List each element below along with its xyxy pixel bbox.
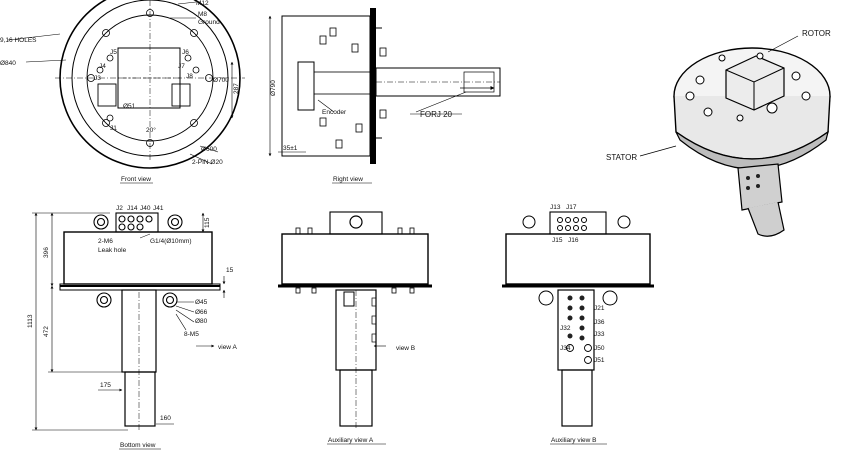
right-view: [268, 8, 501, 164]
j2-label: J2: [116, 205, 123, 212]
d160-label: 160: [160, 415, 171, 422]
j5-label: J5: [110, 49, 117, 56]
stator-ring: [675, 130, 829, 170]
j41-label: J41: [153, 205, 164, 212]
stator-label: STATOR: [606, 153, 637, 162]
encoder-body: [297, 61, 315, 111]
m5-label: 8-M5: [184, 331, 199, 338]
ground-label: Ground: [198, 19, 220, 26]
j3-label: J3: [94, 75, 101, 82]
j32-label: J32: [560, 325, 571, 332]
front-view: [7, 0, 245, 169]
bottom-view: [32, 212, 226, 431]
m12-label: M12: [196, 0, 209, 7]
j50-label: J50: [594, 345, 605, 352]
d287-label: 287: [233, 83, 240, 94]
aux-b-caption: Auxiliary view B: [551, 437, 597, 444]
rotor-label: ROTOR: [802, 29, 831, 38]
bottom-view-caption: Bottom view: [120, 442, 156, 449]
isometric-view: [639, 35, 831, 237]
d600-label: Ø600: [201, 146, 217, 153]
d840-leader: [25, 59, 67, 63]
j33-label: J33: [594, 331, 605, 338]
d175-label: 175: [100, 382, 111, 389]
d840-label: Ø840: [0, 60, 16, 67]
d66-label: Ø66: [195, 309, 208, 316]
flange-plate: [370, 8, 376, 164]
stator-shaft-end: [747, 201, 785, 237]
d15-label: 15: [226, 267, 234, 274]
d472-label: 472: [43, 326, 50, 337]
d1113-label: 1113: [27, 314, 34, 328]
d700-label: Ø700: [213, 77, 229, 84]
auxiliary-view-a: [278, 211, 432, 428]
d35-label: 35±1: [283, 145, 298, 152]
d45-label: Ø45: [195, 299, 208, 306]
aux-b-top-block: [549, 211, 607, 235]
j21-label: J21: [594, 305, 605, 312]
d80-label: Ø80: [195, 318, 208, 325]
j34-label: J34: [560, 345, 571, 352]
j17-label: J17: [566, 204, 577, 211]
j6-label: J6: [182, 49, 189, 56]
j7-label: J7: [178, 63, 185, 70]
d115-label: 115: [204, 217, 211, 228]
leak-hole-label: Leak hole: [98, 247, 127, 254]
angle-label: 20°: [146, 126, 156, 134]
m8-label: M8: [198, 11, 207, 18]
j8-label: J8: [186, 73, 193, 80]
aux-a-top-block: [329, 211, 383, 235]
j36-label: J36: [594, 319, 605, 326]
j51-label: J51: [594, 357, 605, 364]
pin-label: 2-PIN Ø20: [192, 159, 223, 166]
encoder-label: Encoder: [322, 109, 347, 116]
m6-label: 2-M6: [98, 238, 113, 245]
auxiliary-view-b: [502, 211, 654, 427]
d51-label: Ø51: [123, 103, 136, 110]
g14-label: G1/4(Ø10mm): [150, 238, 192, 245]
aux-a-caption: Auxiliary view A: [328, 437, 374, 444]
front-view-caption: Front view: [121, 176, 151, 183]
view-b-label: view B: [396, 345, 415, 352]
j13-label: J13: [550, 204, 561, 211]
bottom-shaft-end: [124, 371, 156, 427]
aux-a-body: [281, 233, 429, 285]
forj-label: FORJ 20: [420, 110, 453, 119]
j40-label: J40: [140, 205, 151, 212]
d790-label: Ø790: [270, 80, 277, 96]
right-view-caption: Right view: [333, 176, 363, 183]
j1-label: J1: [110, 125, 117, 132]
j14-label: J14: [127, 205, 138, 212]
rotor-center-block: [725, 55, 785, 111]
view-a-label: view A: [218, 344, 237, 351]
j15-label: J15: [552, 237, 563, 244]
j16-label: J16: [568, 237, 579, 244]
holes-label: 9,16 HOLES: [0, 37, 37, 44]
holes-leader: [7, 33, 61, 41]
stator-shaft-block: [737, 163, 783, 211]
j4-label: J4: [99, 63, 106, 70]
d396-label: 396: [43, 247, 50, 258]
